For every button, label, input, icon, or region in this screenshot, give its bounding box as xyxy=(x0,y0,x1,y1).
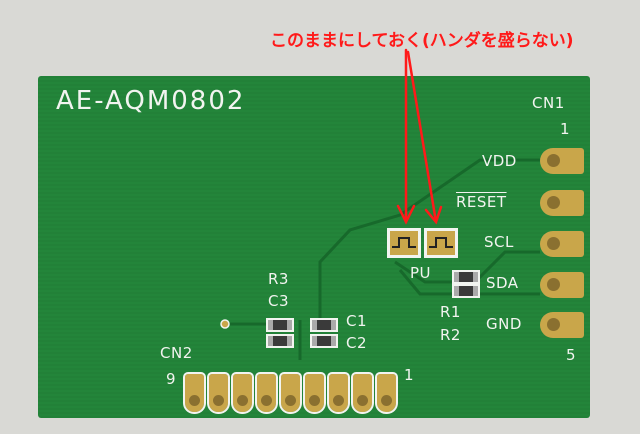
r1-label: R1 xyxy=(440,303,461,321)
cn2-pin-7 xyxy=(231,372,254,414)
cn2-label: CN2 xyxy=(160,344,193,362)
cn2-pin-2 xyxy=(351,372,374,414)
cn2-pin-last: 1 xyxy=(404,366,415,384)
cn1-label: CN1 xyxy=(532,94,565,112)
capacitor-c3 xyxy=(266,334,294,348)
cn2-pin-8 xyxy=(207,372,230,414)
cn2-pin-6 xyxy=(255,372,278,414)
cn1-pad-5 xyxy=(540,312,584,338)
annotation-note: このままにしておく(ハンダを盛らない) xyxy=(270,31,574,51)
cn1-pad-3 xyxy=(540,231,584,257)
cn2-pin-first: 9 xyxy=(166,370,177,388)
cn2-pin-5 xyxy=(279,372,302,414)
capacitor-c2 xyxy=(310,334,338,348)
cn1-pad-2 xyxy=(540,190,584,216)
pin-label-reset: RESET xyxy=(456,193,507,211)
r3-label: R3 xyxy=(268,270,289,288)
cn1-pad-4 xyxy=(540,272,584,298)
pu-label: PU xyxy=(410,264,432,282)
pin-label-scl: SCL xyxy=(484,233,514,251)
pin-label-vdd: VDD xyxy=(482,152,517,170)
c3-label: C3 xyxy=(268,292,290,310)
cn1-pin-first: 1 xyxy=(560,120,571,138)
board-title: AE-AQM0802 xyxy=(56,86,246,116)
cn1-pin-last: 5 xyxy=(566,346,577,364)
cn2-pin-4 xyxy=(303,372,326,414)
cn2-pin-3 xyxy=(327,372,350,414)
c2-label: C2 xyxy=(346,334,368,352)
pin-label-sda: SDA xyxy=(486,274,519,292)
resistor-r2 xyxy=(452,284,480,298)
cn2-pin-1 xyxy=(375,372,398,414)
pullup-jumper-1 xyxy=(387,228,421,258)
cn1-pad-1 xyxy=(540,148,584,174)
cn2-pin-9 xyxy=(183,372,206,414)
r2-label: R2 xyxy=(440,326,461,344)
pin-label-gnd: GND xyxy=(486,315,522,333)
pcb-board xyxy=(38,76,590,418)
resistor-r1 xyxy=(452,270,480,284)
capacitor-c1 xyxy=(310,318,338,332)
c1-label: C1 xyxy=(346,312,368,330)
resistor-r3 xyxy=(266,318,294,332)
pullup-jumper-2 xyxy=(424,228,458,258)
